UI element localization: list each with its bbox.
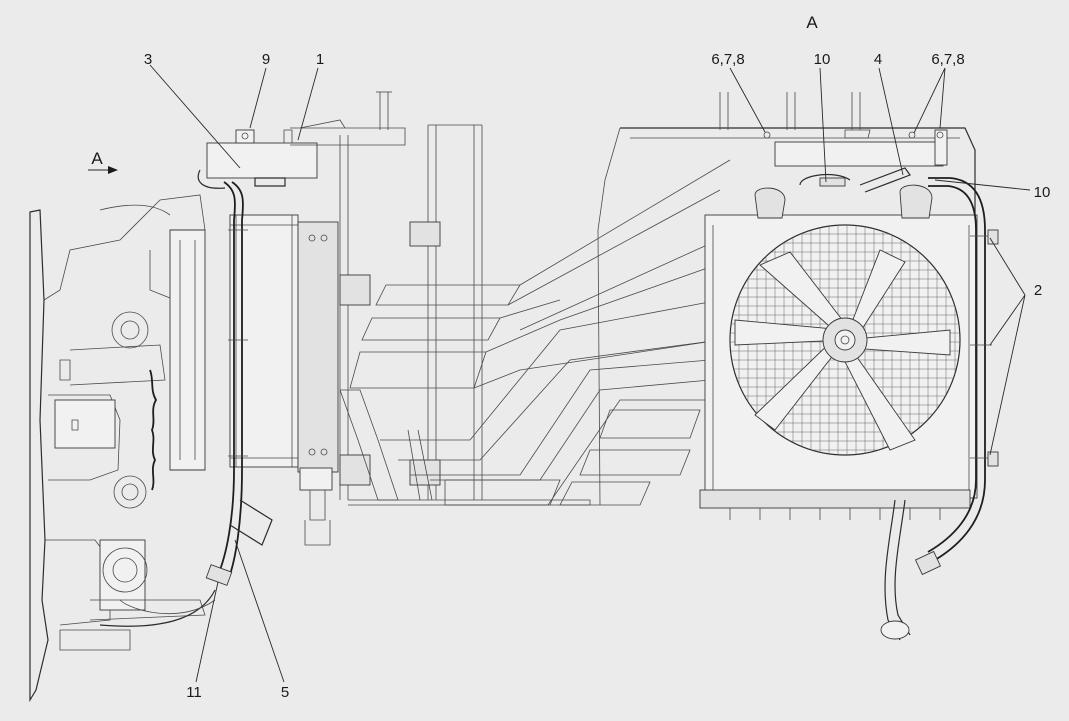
callout-4: 4 <box>874 51 882 68</box>
callout-6-7-8-left: 6,7,8 <box>711 51 744 68</box>
callout-3: 3 <box>144 51 152 68</box>
view-arrow <box>108 166 118 174</box>
view-label: A <box>806 13 818 32</box>
engine-block-outline <box>29 194 216 703</box>
callout-10-right: 10 <box>1034 184 1051 201</box>
leader-lines <box>88 64 1031 683</box>
hose-right <box>880 177 999 641</box>
callout-9: 9 <box>262 51 270 68</box>
callout-2: 2 <box>1034 282 1042 299</box>
callout-11: 11 <box>186 684 202 701</box>
expansion-tank-right <box>754 129 948 219</box>
callout-10-top: 10 <box>814 51 831 68</box>
air-duct-panels <box>339 159 741 506</box>
callout-5: 5 <box>281 684 289 701</box>
hose-left <box>119 181 273 614</box>
view-arrow-label: A <box>91 149 103 168</box>
expansion-tank-left <box>197 129 318 189</box>
callout-1: 1 <box>316 51 324 68</box>
fan-blades <box>734 249 951 451</box>
callout-6-7-8-right: 6,7,8 <box>931 51 964 68</box>
left-radiator <box>229 214 339 546</box>
